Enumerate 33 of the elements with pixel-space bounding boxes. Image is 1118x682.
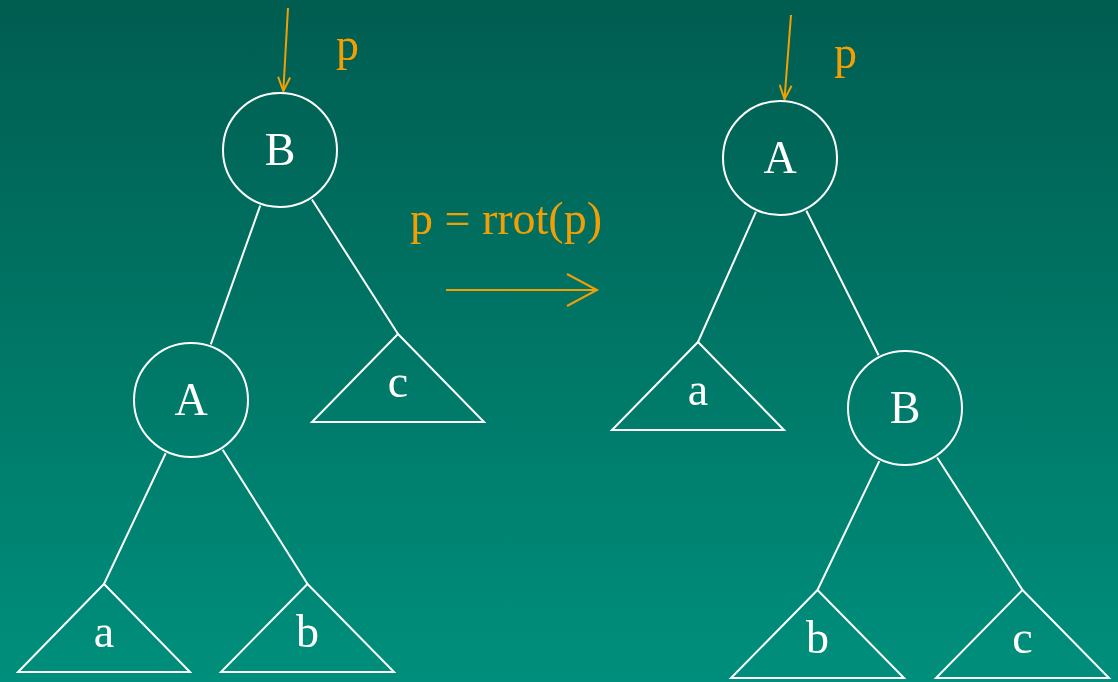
- subtree-triangle: [17, 583, 191, 673]
- tree-edge-line: [103, 452, 167, 585]
- node-label: a: [687, 367, 709, 413]
- node-label: A: [174, 374, 208, 425]
- node-label: b: [806, 615, 829, 661]
- tree-edge-line: [221, 448, 309, 585]
- subtree-triangle: [611, 341, 785, 431]
- node-label: c: [387, 359, 409, 405]
- tree-edge-line: [805, 209, 880, 357]
- tree-edge-line: [936, 456, 1024, 591]
- subtree-triangle: [220, 583, 395, 673]
- node-label: A: [763, 132, 797, 183]
- tree-edge-line: [310, 198, 399, 335]
- tree-edge-line: [697, 210, 757, 343]
- tree-node-circle: [133, 342, 249, 458]
- node-label: b: [296, 609, 319, 655]
- tree-node-circle: [722, 100, 838, 216]
- pointer-arrow: [778, 14, 793, 101]
- pointer-arrow: [277, 7, 292, 93]
- tree-node-circle: [847, 350, 963, 466]
- subtree-triangle: [311, 333, 485, 423]
- subtree-triangle: [935, 589, 1110, 679]
- node-label: B: [264, 124, 296, 175]
- node-label: a: [93, 609, 115, 655]
- tree-node-circle: [222, 92, 338, 208]
- pointer-label: p: [336, 22, 359, 68]
- node-label: B: [889, 382, 921, 433]
- tree-edge-line: [209, 204, 262, 346]
- node-label: c: [1012, 615, 1033, 661]
- operation-label: p = rrot(p): [410, 196, 602, 242]
- subtree-triangle: [730, 589, 905, 679]
- tree-edge-line: [816, 460, 881, 591]
- pointer-label: p: [834, 30, 857, 76]
